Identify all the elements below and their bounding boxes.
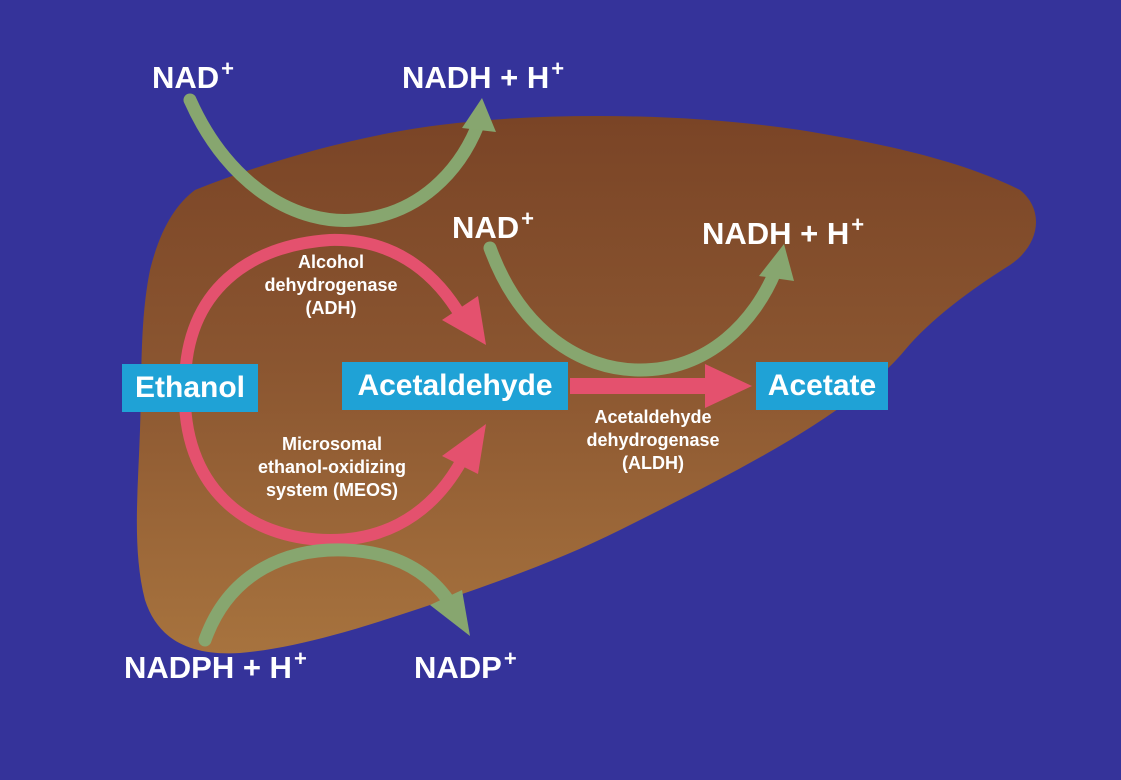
cofactor-adh-out: NADH + H+ — [402, 58, 564, 95]
cofactor-charge: + — [521, 206, 535, 231]
enzyme-label-line: (ALDH) — [622, 453, 684, 473]
enzyme-label-line: dehydrogenase — [264, 275, 398, 295]
meos-cofactor-arrow — [198, 543, 455, 647]
enzyme-label-line: ethanol-oxidizing — [258, 457, 406, 477]
cofactor-label: NADPH + H — [124, 650, 292, 685]
adh-cofactor-arrowhead — [462, 98, 496, 132]
meos-cofactor-arrowhead — [430, 590, 470, 636]
cofactor-aldh-in: NAD+ — [452, 208, 534, 245]
cofactor-label: NADP — [414, 650, 502, 685]
meos-pathway-arrow — [179, 399, 468, 547]
compound-acetate: Acetate — [756, 362, 888, 410]
aldh-cofactor-arrowhead — [759, 244, 794, 281]
cofactor-adh-in: NAD+ — [152, 58, 234, 95]
cofactor-charge: + — [551, 56, 565, 81]
enzyme-aldh-label: Acetaldehyde dehydrogenase (ALDH) — [548, 406, 758, 475]
cofactor-label: NAD — [152, 60, 220, 95]
adh-pathway-arrow — [179, 233, 468, 391]
enzyme-label-line: system (MEOS) — [265, 480, 399, 500]
cofactor-label: NADH + H — [702, 216, 850, 251]
adh-arrowhead — [442, 296, 486, 345]
cofactor-meos-in: NADPH + H+ — [124, 648, 307, 685]
aldh-arrowhead — [705, 364, 752, 408]
enzyme-label-line: (ADH) — [305, 298, 357, 318]
cofactor-charge: + — [851, 212, 865, 237]
meos-arrowhead — [442, 424, 486, 474]
enzyme-label-line: Alcohol — [298, 252, 364, 272]
cofactor-meos-out: NADP+ — [414, 648, 517, 685]
cofactor-charge: + — [503, 646, 517, 671]
cofactor-label: NAD — [452, 210, 520, 245]
enzyme-adh-label: Alcohol dehydrogenase (ADH) — [226, 251, 436, 320]
cofactor-label: NADH + H — [402, 60, 550, 95]
enzyme-label-line: dehydrogenase — [586, 430, 720, 450]
compound-ethanol: Ethanol — [122, 364, 258, 412]
aldh-cofactor-arrow — [483, 241, 782, 377]
compound-acetaldehyde: Acetaldehyde — [342, 362, 568, 410]
cofactor-charge: + — [221, 56, 235, 81]
adh-cofactor-arrow — [183, 93, 485, 227]
aldh-pathway-arrow — [570, 378, 710, 394]
enzyme-label-line: Acetaldehyde — [594, 407, 712, 427]
cofactor-charge: + — [293, 646, 307, 671]
enzyme-label-line: Microsomal — [281, 434, 383, 454]
cofactor-aldh-out: NADH + H+ — [702, 214, 864, 251]
enzyme-meos-label: Microsomal ethanol-oxidizing system (MEO… — [222, 433, 442, 502]
